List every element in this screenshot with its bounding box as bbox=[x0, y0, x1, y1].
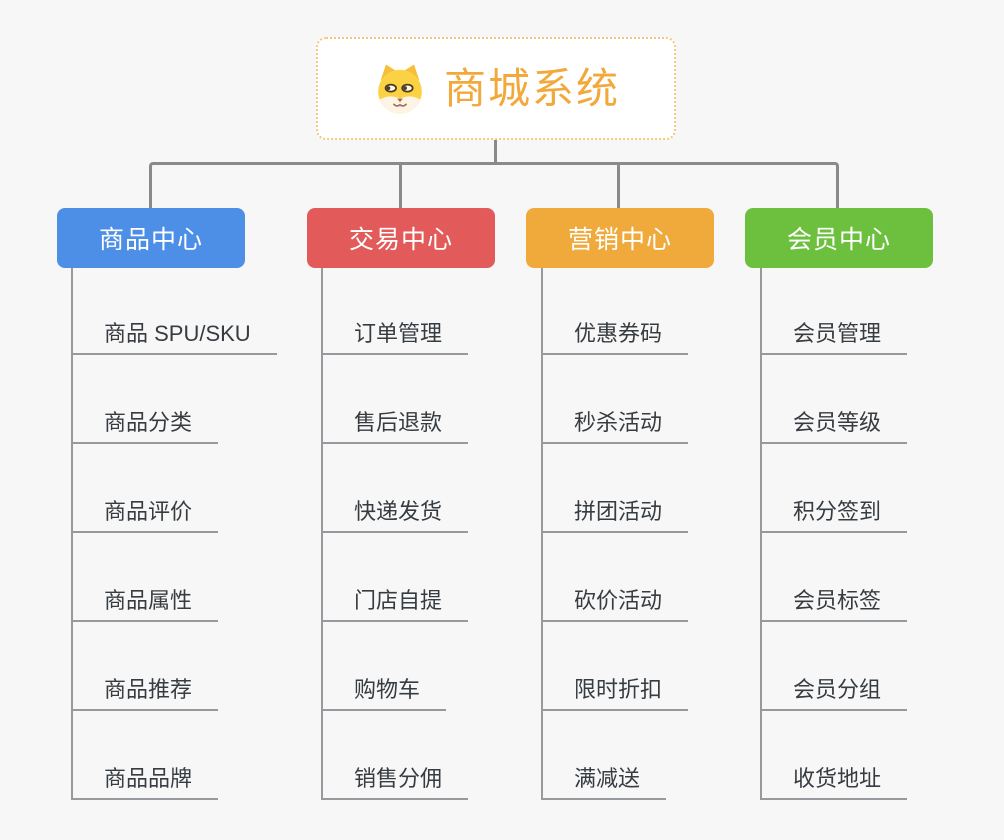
leaf-node[interactable]: 商品评价 bbox=[71, 485, 219, 533]
leaf-node[interactable]: 会员标签 bbox=[760, 574, 908, 622]
leaf-node[interactable]: 售后退款 bbox=[321, 396, 469, 444]
leaf-node[interactable]: 砍价活动 bbox=[541, 574, 689, 622]
leaf-node[interactable]: 购物车 bbox=[321, 663, 447, 711]
leaf-node[interactable]: 收货地址 bbox=[760, 752, 908, 800]
leaf-node[interactable]: 商品分类 bbox=[71, 396, 219, 444]
leaf-node[interactable]: 商品品牌 bbox=[71, 752, 219, 800]
dog-icon bbox=[372, 61, 428, 117]
connector-bus bbox=[149, 162, 839, 211]
branch-header-trade-center[interactable]: 交易中心 bbox=[307, 208, 495, 268]
connector-drop-trade bbox=[399, 162, 402, 211]
leaf-node[interactable]: 限时折扣 bbox=[541, 663, 689, 711]
leaf-node[interactable]: 快递发货 bbox=[321, 485, 469, 533]
leaf-node[interactable]: 拼团活动 bbox=[541, 485, 689, 533]
leaf-node[interactable]: 商品属性 bbox=[71, 574, 219, 622]
leaf-node[interactable]: 商品推荐 bbox=[71, 663, 219, 711]
leaf-node[interactable]: 会员等级 bbox=[760, 396, 908, 444]
childline-trade-center bbox=[321, 268, 323, 800]
leaf-node[interactable]: 积分签到 bbox=[760, 485, 908, 533]
childline-marketing-center bbox=[541, 268, 543, 800]
childline-product-center bbox=[71, 268, 73, 800]
leaf-node[interactable]: 优惠券码 bbox=[541, 307, 689, 355]
leaf-node[interactable]: 商品 SPU/SKU bbox=[71, 307, 277, 355]
leaf-node[interactable]: 销售分佣 bbox=[321, 752, 469, 800]
connector-drop-marketing bbox=[617, 162, 620, 211]
leaf-node[interactable]: 满减送 bbox=[541, 752, 667, 800]
childline-member-center bbox=[760, 268, 762, 800]
root-title: 商城系统 bbox=[443, 64, 620, 112]
leaf-node[interactable]: 秒杀活动 bbox=[541, 396, 689, 444]
branch-header-member-center[interactable]: 会员中心 bbox=[745, 208, 933, 268]
leaf-node[interactable]: 会员管理 bbox=[760, 307, 908, 355]
root-node[interactable]: 商城系统 bbox=[316, 37, 676, 140]
branch-header-product-center[interactable]: 商品中心 bbox=[57, 208, 245, 268]
leaf-node[interactable]: 门店自提 bbox=[321, 574, 469, 622]
leaf-node[interactable]: 订单管理 bbox=[321, 307, 469, 355]
connector-root-drop bbox=[494, 140, 497, 163]
leaf-node[interactable]: 会员分组 bbox=[760, 663, 908, 711]
branch-header-marketing-center[interactable]: 营销中心 bbox=[526, 208, 714, 268]
